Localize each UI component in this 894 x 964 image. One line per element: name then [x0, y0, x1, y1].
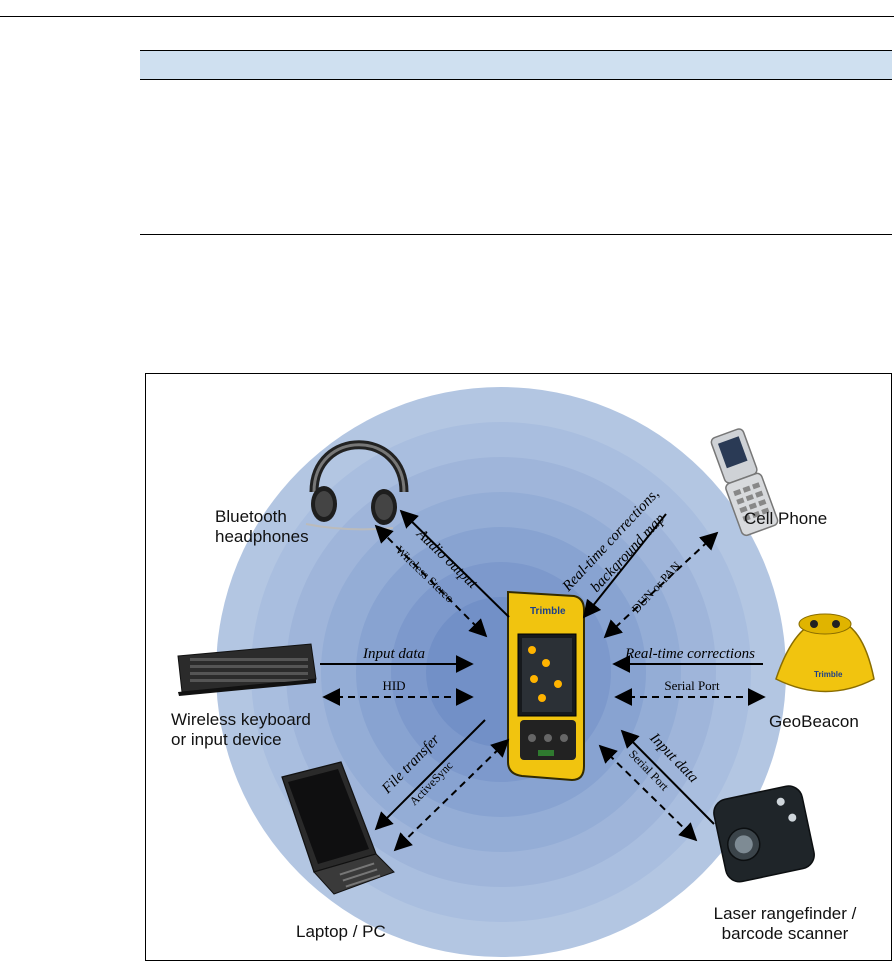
- headphones-icon: [305, 440, 409, 531]
- diagram-canvas: Trimble: [177, 387, 875, 957]
- cell-phone-icon: [710, 428, 779, 537]
- page-top-rule: [0, 16, 894, 17]
- input-data-left-label: Input data: [362, 646, 425, 662]
- serial-port-right-label: Serial Port: [664, 678, 720, 693]
- serial-port-diag-arrow: [598, 744, 698, 842]
- realtime-corrections-label: Real-time corrections: [624, 646, 755, 662]
- rangefinder-label: Laser rangefinder / barcode scanner: [713, 904, 857, 943]
- svg-text:Trimble: Trimble: [814, 670, 843, 679]
- dun-pan-arrow: [603, 531, 719, 639]
- keyboard-icon: [177, 643, 317, 696]
- headphones-label: Bluetooth headphones: [215, 507, 309, 546]
- hid-label: HID: [382, 678, 405, 693]
- center-brand-label: Trimble: [530, 606, 566, 617]
- rangefinder-icon: [713, 785, 815, 883]
- table-bottom-rule: [140, 234, 892, 235]
- cell-phone-label: Cell Phone: [744, 509, 828, 528]
- activesync-arrow: [393, 738, 510, 852]
- connectivity-diagram: Trimble: [145, 373, 892, 961]
- trimble-handheld-icon: [507, 590, 585, 782]
- connection-arrows: [320, 509, 766, 852]
- table-header-bar: [140, 50, 892, 80]
- geobeacon-label: GeoBeacon: [769, 712, 859, 731]
- wireless-stereo-arrow: [374, 524, 488, 638]
- keyboard-label: Wireless keyboard or input device: [171, 710, 311, 749]
- geobeacon-icon: Trimble: [775, 613, 875, 693]
- laptop-icon: [281, 761, 395, 895]
- laptop-label: Laptop / PC: [296, 922, 386, 941]
